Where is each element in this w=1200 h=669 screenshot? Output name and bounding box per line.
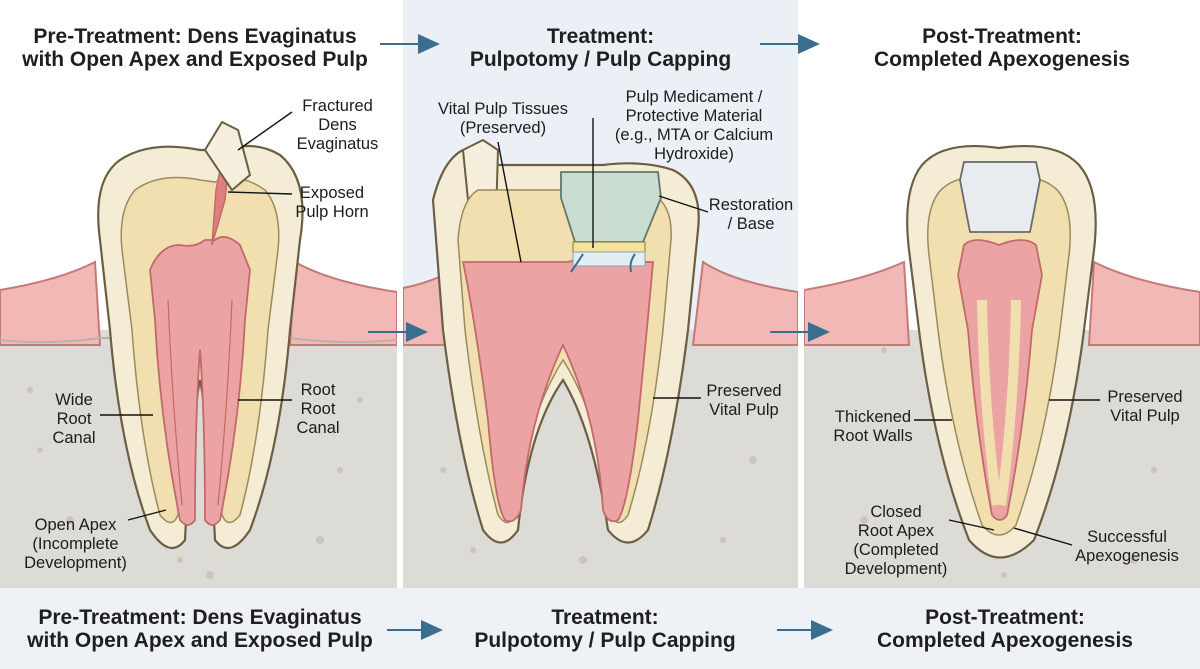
label-thickened-root-walls: Thickened Root Walls [828,408,918,446]
label-text: / Base [727,215,775,233]
tooth-illustration-post [804,145,1200,588]
label-text: Root [300,381,336,399]
label-text: Pulp Medicament / [625,88,763,106]
label-open-apex: Open Apex (Incomplete Development) [18,516,133,573]
gum-left [0,260,102,346]
label-text: Dens [318,116,357,134]
arrow-right-icon [387,620,443,640]
label-text: Evaginatus [296,135,379,153]
label-text: Vital Pulp [1110,407,1180,425]
fractured-cusp [203,120,252,192]
panel-2-title-line2: Pulpotomy / Pulp Capping [469,48,732,71]
label-text: Open Apex [34,516,117,534]
panel-3-title: Post-Treatment: Completed Apexogenesis [824,25,1180,71]
panel-treatment: Treatment: Pulpotomy / Pulp Capping Vita… [403,0,798,588]
footer-title-2-line1: Treatment: [551,606,659,629]
footer-title-1-line2: with Open Apex and Exposed Pulp [27,629,373,652]
label-text: Hydroxide) [654,145,734,163]
label-text: Root [300,400,336,418]
footer-title-1-line1: Pre-Treatment: Dens Evaginatus [38,606,362,629]
footer-title-2: Treatment: Pulpotomy / Pulp Capping [430,606,780,652]
label-text: (Preserved) [459,119,547,137]
label-text: Restoration [708,196,794,214]
panel-pre-treatment: Pre-Treatment: Dens Evaginatus with Open… [0,0,397,588]
footer-title-3: Post-Treatment: Completed Apexogenesis [830,606,1180,652]
label-root-canal: Root Root Canal [287,381,349,438]
panel-1-title-line1: Pre-Treatment: Dens Evaginatus [33,25,357,48]
label-text: Thickened [834,408,912,426]
label-text: Exposed [299,184,365,202]
label-text: Successful [1087,528,1167,546]
label-text: Preserved [1107,388,1183,406]
label-text: Canal [52,429,96,447]
panel-2-title: Treatment: Pulpotomy / Pulp Capping [423,25,778,71]
footer-title-1: Pre-Treatment: Dens Evaginatus with Open… [20,606,380,652]
label-text: Root [56,410,92,428]
footer-title-3-line2: Completed Apexogenesis [877,629,1133,652]
arrow-right-icon [760,34,820,54]
label-text: Development) [844,560,948,578]
panel-1-title-line2: with Open Apex and Exposed Pulp [22,48,368,71]
label-text: Wide [55,391,93,409]
pulp [149,236,251,526]
arrow-right-icon [368,322,428,342]
label-text: Development) [24,554,127,572]
label-vital-pulp-tissues: Vital Pulp Tissues (Preserved) [428,100,578,138]
label-successful-apexogenesis: Successful Apexogenesis [1072,528,1182,566]
label-pulp-medicament: Pulp Medicament / Protective Material (e… [599,88,789,164]
arrow-right-icon [380,34,440,54]
tooth-illustration-pre [0,111,397,588]
label-text: Pulp Horn [295,203,369,221]
label-fractured-dens: Fractured Dens Evaginatus [290,97,385,154]
arrow-right-icon [777,620,833,640]
panel-1-title: Pre-Treatment: Dens Evaginatus with Open… [10,25,380,71]
label-text: Fractured [302,97,373,115]
label-text: Preserved [706,382,782,400]
label-text: Vital Pulp Tissues [438,100,568,118]
label-text: (Completed [853,541,939,559]
label-restoration-base: Restoration / Base [706,196,796,234]
tooth-illustration-treatment [403,118,798,588]
label-text: Closed [870,503,922,521]
label-text: Apexogenesis [1075,547,1179,565]
footer-title-3-line1: Post-Treatment: [925,606,1085,629]
panel-2-title-line1: Treatment: [546,25,655,48]
panel-3-title-line2: Completed Apexogenesis [874,48,1130,71]
label-text: Root Walls [833,427,913,445]
panel-post-treatment: Post-Treatment: Completed Apexogenesis T… [804,0,1200,588]
panel-3-title-line1: Post-Treatment: [922,25,1082,48]
footer-band: Pre-Treatment: Dens Evaginatus with Open… [0,588,1200,669]
label-text: Root Apex [857,522,935,540]
leader-lines [100,111,293,521]
label-text: (Incomplete [32,535,119,553]
arrow-right-icon [770,322,830,342]
label-wide-root-canal: Wide Root Canal [44,391,104,448]
label-exposed-pulp-horn: Exposed Pulp Horn [292,184,372,222]
label-text: Vital Pulp [709,401,779,419]
label-preserved-vital-pulp-post: Preserved Vital Pulp [1100,388,1190,426]
label-text: Protective Material [625,107,763,125]
footer-title-2-line2: Pulpotomy / Pulp Capping [474,629,736,652]
label-closed-root-apex: Closed Root Apex (Completed Development) [840,503,952,579]
label-preserved-vital-pulp: Preserved Vital Pulp [699,382,789,420]
label-text: Canal [296,419,340,437]
label-text: (e.g., MTA or Calcium [614,126,774,144]
bone-specks [27,387,363,579]
